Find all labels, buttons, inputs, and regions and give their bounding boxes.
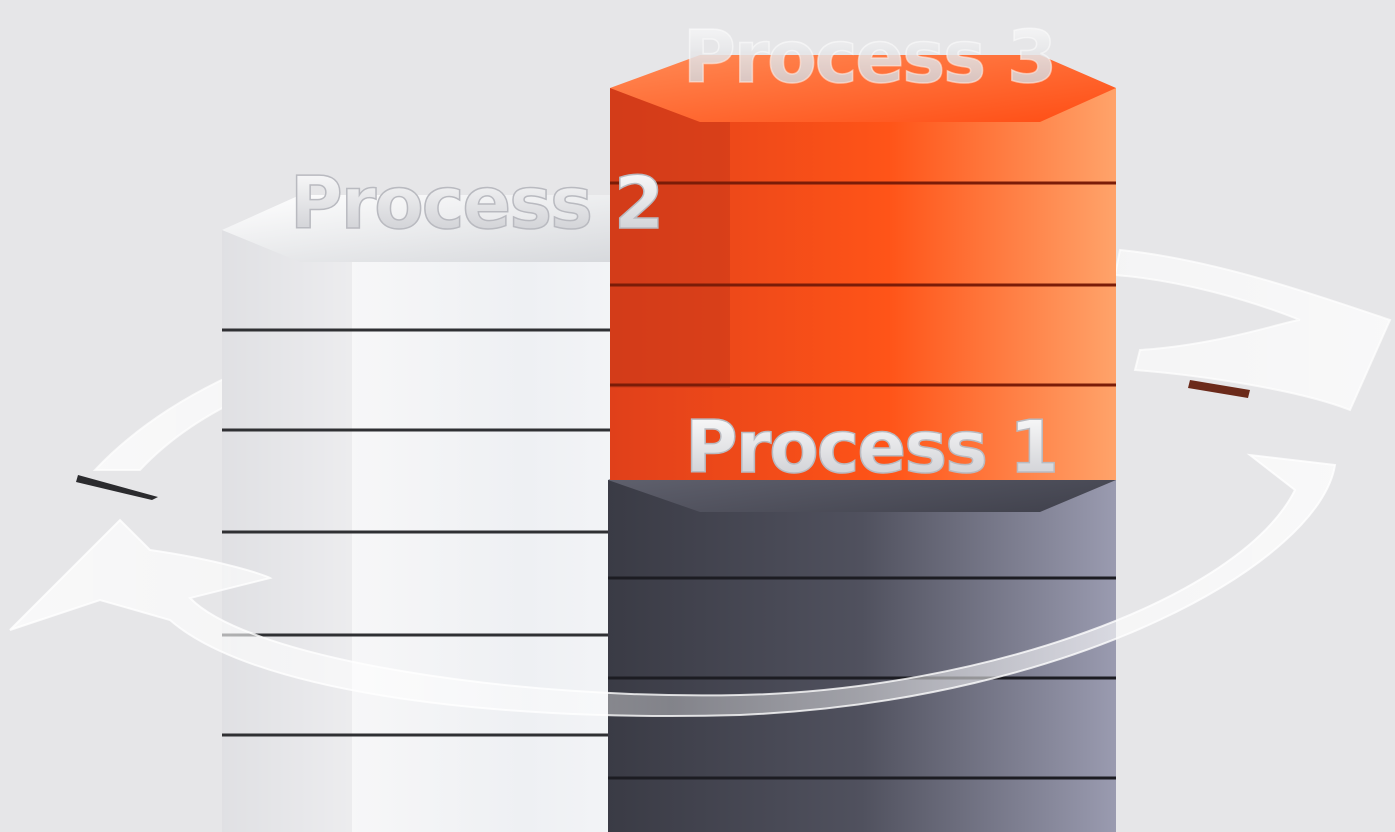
process-3-stack (610, 55, 1116, 480)
process-2-label: Process 2 (290, 161, 662, 245)
process-1-label: Process 1 (685, 405, 1057, 489)
process-3-top-face (610, 55, 1116, 122)
process-2-top-face (222, 195, 727, 262)
arrow-ring-front (9, 453, 1337, 717)
arrow-ring-right-edge (1188, 380, 1250, 398)
arrow-ring-back-edge (76, 475, 158, 500)
process-1-stack (608, 445, 1116, 832)
process-3-label: Process 3 (683, 15, 1055, 99)
